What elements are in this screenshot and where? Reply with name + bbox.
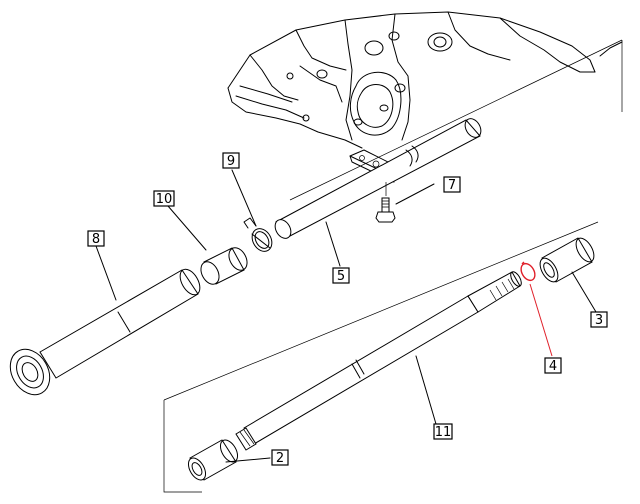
callout-4-label: 4	[549, 359, 557, 374]
callout-5-label: 5	[337, 269, 345, 284]
callout-9[interactable]: 9	[222, 152, 240, 169]
callout-7-label: 7	[448, 178, 456, 193]
part-2-sleeve	[187, 439, 239, 481]
callout-8[interactable]: 8	[87, 230, 105, 247]
callout-5[interactable]: 5	[332, 267, 350, 284]
callout-3[interactable]: 3	[590, 311, 608, 328]
callout-9-label: 9	[227, 154, 235, 169]
callout-8-label: 8	[92, 232, 100, 247]
part-10-bushing	[200, 247, 248, 285]
transmission-housing	[227, 11, 623, 183]
part-4-snap-ring	[520, 261, 536, 282]
callout-11-label: 11	[435, 425, 452, 440]
callout-7[interactable]: 7	[443, 176, 461, 193]
callout-3-label: 3	[595, 313, 603, 328]
callout-2-label: 2	[276, 451, 284, 466]
callout-10[interactable]: 10	[153, 190, 175, 207]
part-9-clamp	[243, 217, 273, 252]
part-8-long-tube	[9, 268, 201, 396]
assembly-guide-lines	[163, 39, 623, 493]
part-7-bolt	[375, 182, 396, 223]
callout-2[interactable]: 2	[271, 449, 289, 466]
part-3-sleeve	[539, 237, 595, 283]
callout-4[interactable]: 4	[544, 357, 562, 374]
callout-10-label: 10	[156, 192, 173, 207]
part-11-shaft	[235, 271, 522, 451]
callout-11[interactable]: 11	[433, 423, 453, 440]
leader-lines	[95, 169, 597, 463]
part-5-tube	[274, 118, 482, 239]
